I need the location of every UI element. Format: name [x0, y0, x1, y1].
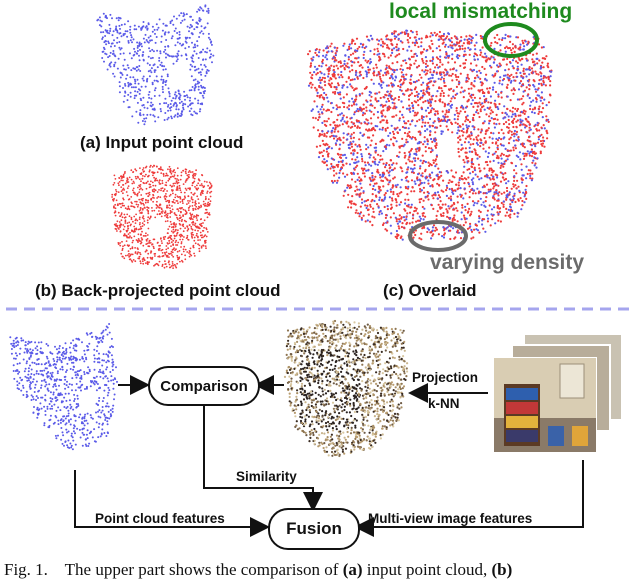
- comparison-box: Comparison: [148, 366, 260, 406]
- point-cloud-features-label: Point cloud features: [95, 511, 225, 526]
- caption-prefix: Fig. 1.: [4, 560, 48, 579]
- flow-arrows: [74, 375, 584, 537]
- colored-reconstruction-image: [283, 319, 409, 458]
- similarity-label: Similarity: [236, 469, 297, 484]
- caption-text-1: The upper part shows the comparison of: [64, 560, 339, 579]
- label-backprojected-point-cloud: (b) Back-projected point cloud: [35, 281, 281, 300]
- multi-view-images: [493, 333, 623, 453]
- overlaid-point-cloud-image: [307, 29, 553, 241]
- knn-label: k-NN: [428, 396, 460, 411]
- input-point-cloud-image: [96, 4, 215, 126]
- comparison-label: Comparison: [160, 377, 248, 395]
- caption-a: (a): [342, 560, 363, 579]
- varying-density-annotation: varying density: [430, 251, 585, 274]
- caption-b: (b): [491, 560, 513, 579]
- label-input-point-cloud: (a) Input point cloud: [80, 133, 244, 152]
- local-mismatching-annotation: local mismatching: [389, 0, 573, 23]
- multi-view-features-label: Multi-view image features: [368, 511, 533, 526]
- fusion-box: Fusion: [268, 508, 360, 550]
- local-mismatch-ellipse: [483, 22, 539, 58]
- label-overlaid: (c) Overlaid: [383, 281, 477, 300]
- backprojected-point-cloud-image: [111, 164, 213, 269]
- figure-caption: Fig. 1. The upper part shows the compari…: [4, 560, 640, 580]
- projection-label: Projection: [412, 370, 479, 385]
- caption-text-2: input point cloud,: [366, 560, 488, 579]
- input-point-cloud-lower-image: [9, 323, 118, 451]
- varying-density-ellipse: [408, 220, 468, 252]
- fusion-label: Fusion: [286, 519, 342, 538]
